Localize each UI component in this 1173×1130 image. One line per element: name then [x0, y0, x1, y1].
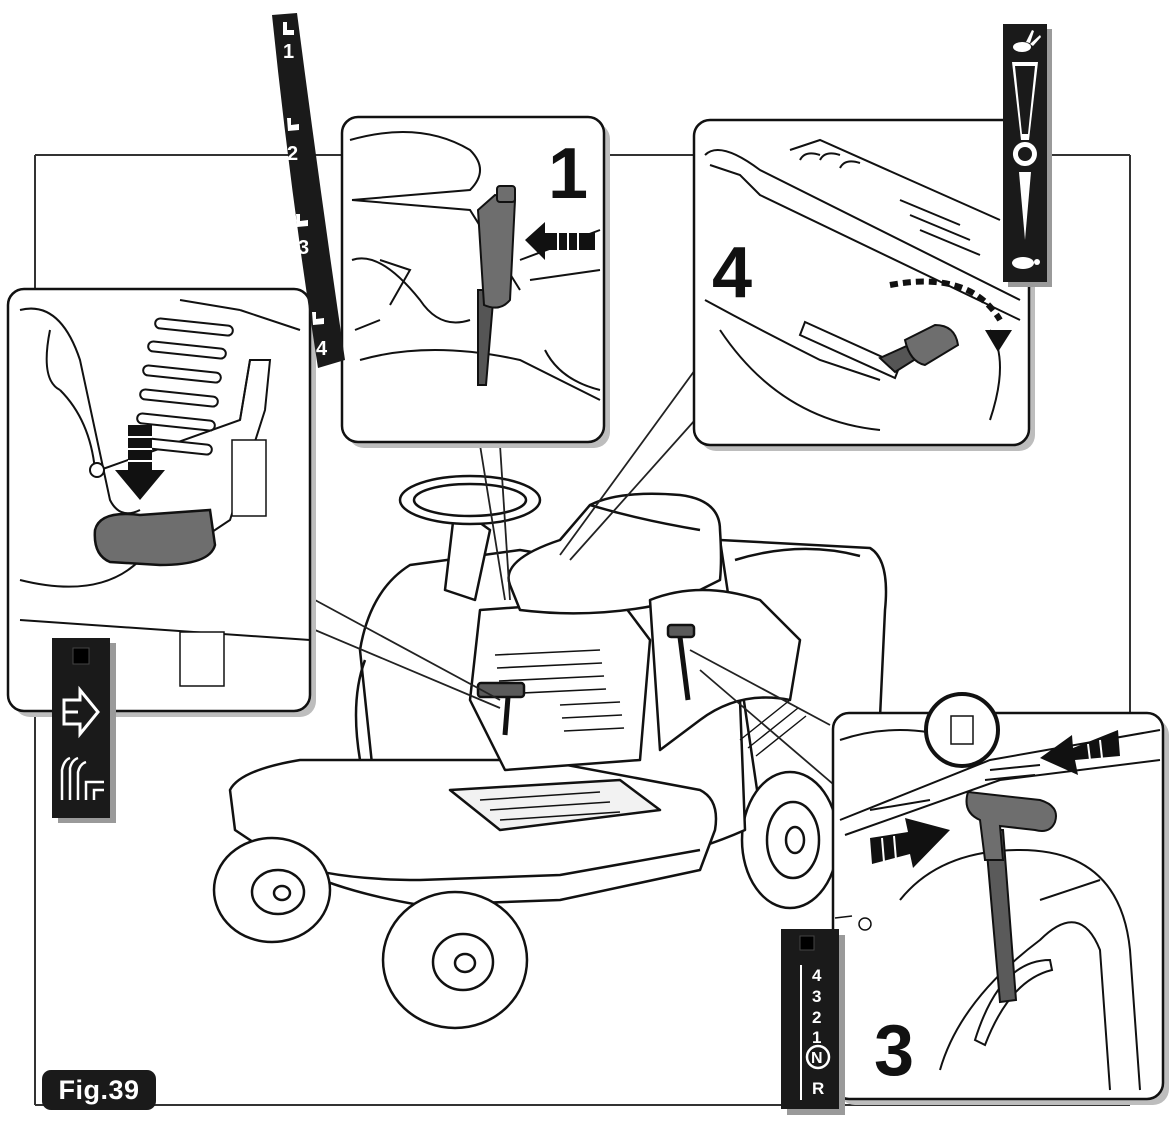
arrow-down-icon: [115, 425, 165, 500]
panel-number-1: 1: [548, 134, 588, 214]
arrow-inward-right-icon: [870, 818, 950, 868]
throttle-knob: [476, 193, 517, 309]
gear-4: 4: [812, 966, 822, 985]
panel-height-adjust: [6, 287, 316, 717]
grass-cutting-icon: [60, 756, 104, 800]
gear-r: R: [812, 1079, 824, 1098]
neutral-circle: [805, 1044, 831, 1070]
panel-number-3: 3: [874, 1011, 914, 1091]
curved-arrow-icon: [889, 278, 1012, 352]
figure-label: Fig.39: [42, 1070, 156, 1110]
panel-4: 4: [692, 118, 1035, 451]
gear-1: 1: [812, 1028, 821, 1047]
cutting-height-strip: [52, 638, 116, 823]
callout-lines: [314, 369, 841, 791]
arrow-right-icon: [62, 685, 100, 739]
seat-pos-4: 4: [316, 338, 328, 360]
blank-label-box: [179, 631, 225, 687]
gear-lever-on-mower: [666, 623, 696, 639]
gear-2: 2: [812, 1008, 821, 1027]
gear-n: N: [811, 1050, 823, 1067]
engage-lever-slot: [798, 320, 902, 380]
tortoise-icon: [1012, 257, 1040, 269]
seat-pos-1: 1: [283, 41, 294, 63]
height-lever: [93, 508, 217, 567]
mower-body: [212, 474, 888, 1030]
seat-position-strip: 1 2 3 4: [272, 13, 345, 368]
gear-lever-knob: [965, 790, 1057, 861]
throttle-speed-strip: [1003, 24, 1052, 287]
arrow-inward-left-icon: [1040, 730, 1120, 775]
seat-pos-2: 2: [287, 143, 298, 165]
panel-3: 3: [831, 692, 1169, 1105]
seat-pos-3: 3: [298, 237, 309, 259]
gear-strip: 4 3 2 1 N R: [781, 929, 845, 1115]
height-lever-on-mower: [476, 681, 526, 699]
engage-knob: [903, 323, 960, 367]
panel-number-4: 4: [712, 233, 752, 313]
arrow-left-icon: [525, 222, 595, 260]
seat-icon: [283, 22, 324, 325]
hare-icon: [1013, 30, 1041, 52]
gear-3: 3: [812, 987, 821, 1006]
panel-1: 1: [340, 115, 610, 448]
